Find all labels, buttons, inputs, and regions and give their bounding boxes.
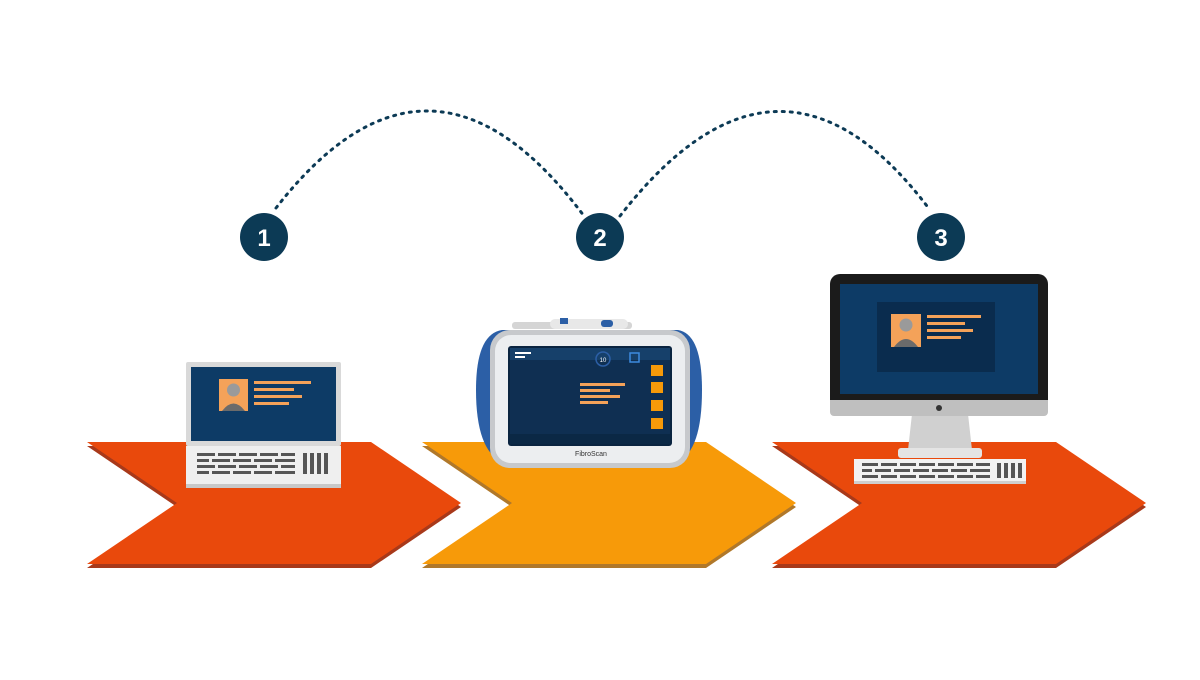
desktop-monitor-icon [830, 274, 1048, 484]
step-number-1: 1 [257, 225, 270, 252]
chevron-platform-2 [422, 442, 796, 568]
laptop-icon [186, 362, 341, 488]
step-number-3: 3 [934, 225, 947, 252]
tablet-brand-label: FibroScan [575, 451, 607, 458]
connector-arc-2-3 [618, 110, 932, 218]
tablet-device-icon: 10 FibroScan [476, 318, 702, 468]
chevron-platform-1 [87, 442, 461, 568]
step-number-2: 2 [593, 225, 606, 252]
step-badge-3: 3 [917, 213, 965, 261]
step-badge-2: 2 [576, 213, 624, 261]
connector-arc-1-2 [274, 109, 586, 218]
step-badge-1: 1 [240, 213, 288, 261]
tablet-gauge-value: 10 [600, 358, 607, 364]
